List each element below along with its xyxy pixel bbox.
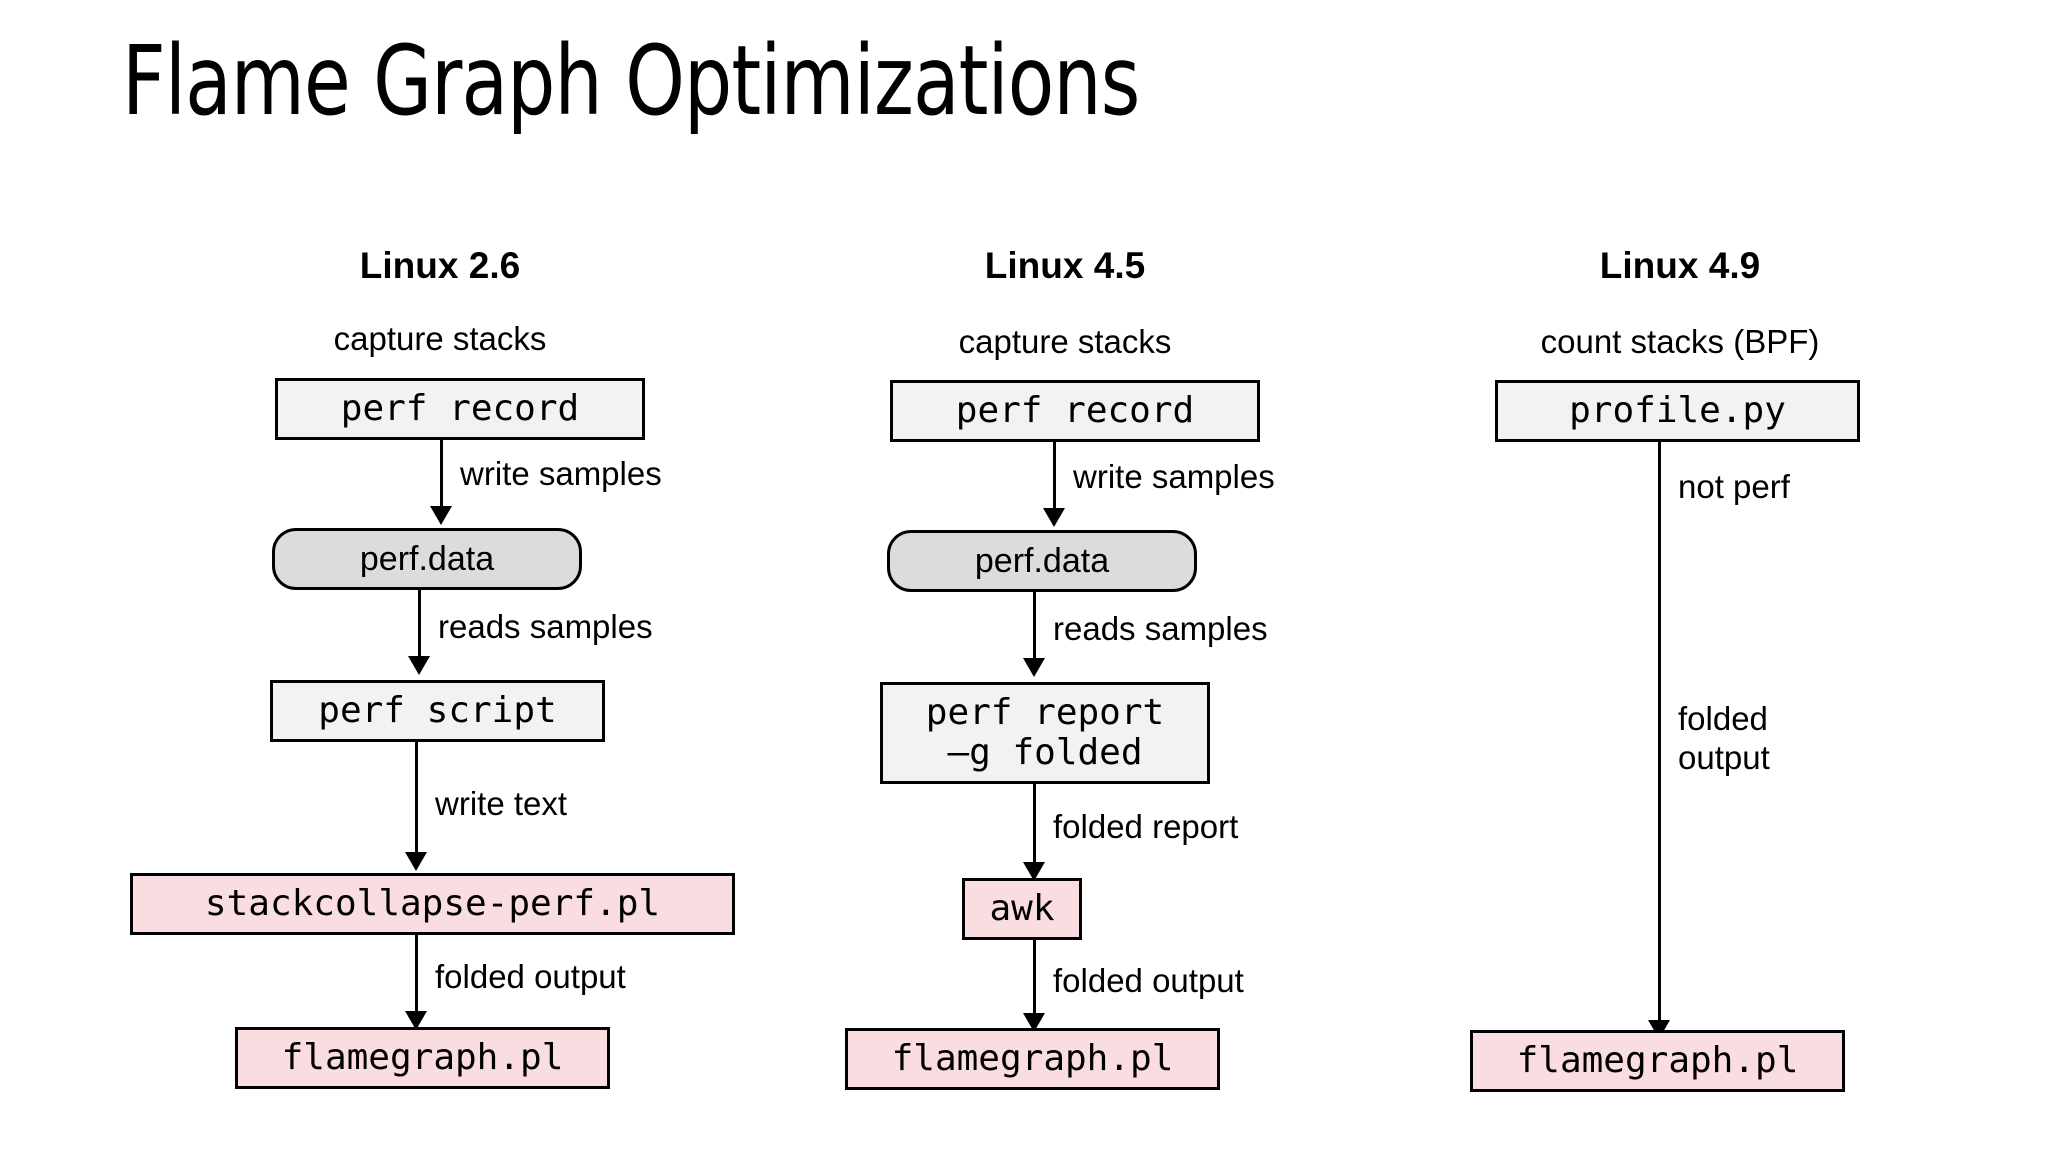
edge-label-folded-output: folded output [435, 958, 626, 995]
column-heading: Linux 2.6 [359, 245, 521, 286]
node-perf-data[interactable]: perf.data [887, 530, 1197, 592]
column-heading: Linux 4.9 [1599, 245, 1761, 286]
column-linux-4-5: Linux 4.5 capture stacks perf record wri… [845, 0, 1275, 1153]
edge-label-reads-samples: reads samples [1053, 610, 1268, 647]
edge-label-write-samples: write samples [1073, 458, 1275, 495]
edge-label-write-samples: write samples [460, 455, 662, 492]
node-awk[interactable]: awk [962, 878, 1082, 940]
node-flamegraph-pl[interactable]: flamegraph.pl [1470, 1030, 1845, 1092]
page-title: Flame Graph Optimizations [122, 25, 1140, 137]
node-flamegraph-pl[interactable]: flamegraph.pl [235, 1027, 610, 1089]
capture-stacks-label: capture stacks [958, 323, 1172, 360]
edge-label-not-perf: not perf [1678, 468, 1790, 505]
edge-label-folded-report: folded report [1053, 808, 1239, 845]
node-flamegraph-pl[interactable]: flamegraph.pl [845, 1028, 1220, 1090]
edge-label-folded-output: folded output [1053, 962, 1244, 999]
node-perf-data[interactable]: perf.data [272, 528, 582, 590]
column-linux-2-6: Linux 2.6 capture stacks perf record wri… [130, 0, 750, 1153]
edge-label-reads-samples: reads samples [438, 608, 653, 645]
column-linux-4-9: Linux 4.9 count stacks (BPF) profile.py … [1470, 0, 1890, 1153]
capture-stacks-label: capture stacks [333, 320, 547, 357]
node-perf-script[interactable]: perf script [270, 680, 605, 742]
node-stackcollapse-perf-pl[interactable]: stackcollapse-perf.pl [130, 873, 735, 935]
edge-label-write-text: write text [435, 785, 568, 822]
node-perf-record[interactable]: perf record [890, 380, 1260, 442]
node-perf-record[interactable]: perf record [275, 378, 645, 440]
node-profile-py[interactable]: profile.py [1495, 380, 1860, 442]
node-perf-report-g-folded[interactable]: perf report —g folded [880, 682, 1210, 784]
count-stacks-bpf-label: count stacks (BPF) [1540, 323, 1820, 360]
column-heading: Linux 4.5 [984, 245, 1146, 286]
edge-label-folded-output: folded output [1678, 700, 1770, 776]
